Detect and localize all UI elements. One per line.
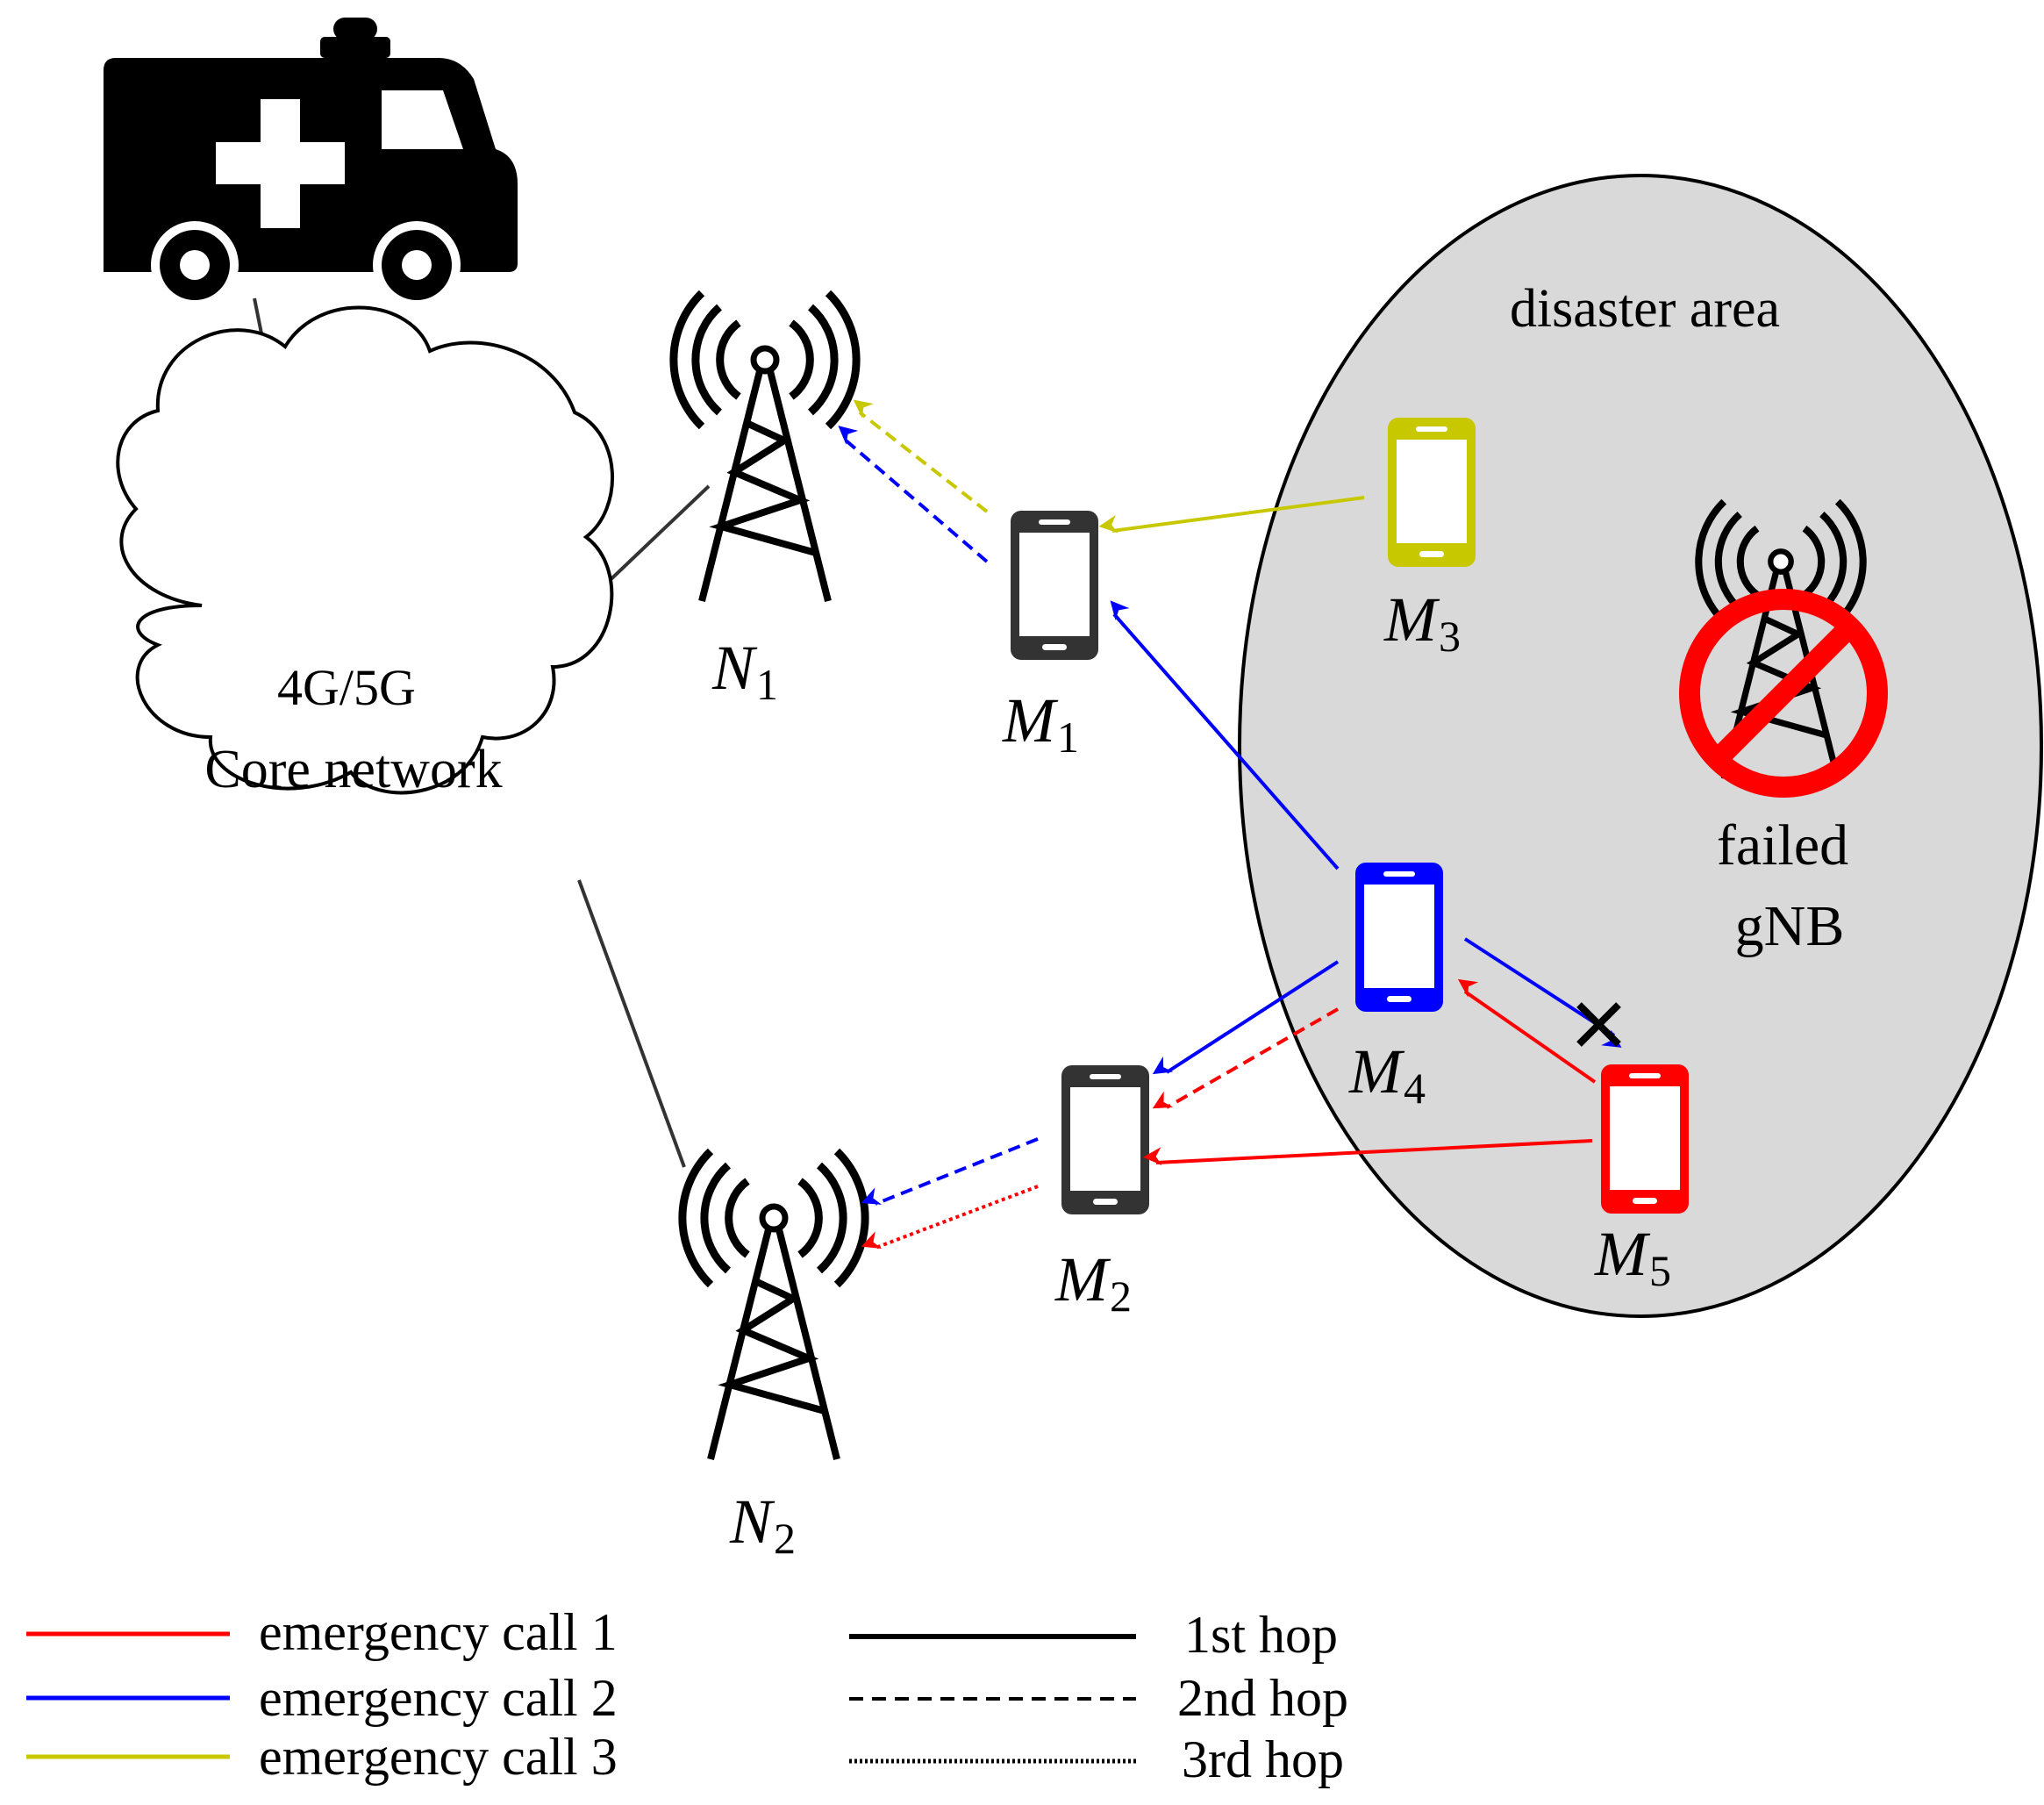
legend-label-call1: emergency call 1 <box>259 1603 618 1661</box>
arrow-call3-m3-m1 <box>1098 496 1365 534</box>
legend-label-call2: emergency call 2 <box>259 1669 618 1727</box>
cross-icon <box>1576 1002 1621 1047</box>
legend-label-call3: emergency call 3 <box>259 1728 618 1786</box>
arrow-call2-m4-m2 <box>1152 960 1340 1075</box>
arrow-call2-m2-n2 <box>861 1137 1039 1206</box>
failed-gnb-label-line2: gNB <box>1735 894 1845 958</box>
smartphone-icon <box>1388 418 1476 567</box>
prohibited-icon <box>1679 589 1888 798</box>
node-label-m4: M4 <box>1348 1036 1426 1113</box>
arrow-call1-m5-m2 <box>1142 1139 1593 1166</box>
legend-label-hop3: 3rd hop <box>1182 1730 1344 1788</box>
arrow-call1-m5-m4 <box>1457 978 1597 1084</box>
node-label-m5: M5 <box>1594 1219 1671 1295</box>
smartphone-icon <box>1601 1064 1689 1214</box>
node-label-m1: M1 <box>1002 685 1079 762</box>
core-network-label-line2: Core network <box>204 740 502 799</box>
smartphone-icon <box>1355 863 1443 1012</box>
node-label-n1: N1 <box>711 633 778 709</box>
legend: emergency call 1 emergency call 2 emerge… <box>26 1603 1348 1788</box>
cloud-icon: 4G/5G Core network <box>116 305 615 799</box>
disaster-area-label: disaster area <box>1510 279 1780 339</box>
core-network-label-line1: 4G/5G <box>277 659 416 716</box>
arrow-call2-m1-n1 <box>838 426 989 563</box>
smartphone-icon <box>1011 511 1098 660</box>
smartphone-icon <box>1061 1065 1149 1214</box>
tower-icon <box>674 293 856 601</box>
legend-label-hop1: 1st hop <box>1184 1606 1338 1664</box>
failed-gnb-label-line1: failed <box>1717 813 1848 877</box>
node-label-m3: M3 <box>1383 584 1461 661</box>
tower-icon <box>683 1151 865 1459</box>
arrow-call2-m4-m1 <box>1110 600 1340 870</box>
ambulance-icon <box>104 18 518 309</box>
legend-label-hop2: 2nd hop <box>1177 1669 1348 1727</box>
node-label-n2: N2 <box>729 1486 796 1563</box>
arrow-call1-m4-m2 <box>1152 1007 1339 1109</box>
node-label-m2: M2 <box>1054 1244 1132 1321</box>
arrow-call1-m2-n2 <box>861 1185 1039 1250</box>
arrow-call3-m1-n1 <box>853 399 989 513</box>
link-core-n2 <box>577 879 686 1168</box>
